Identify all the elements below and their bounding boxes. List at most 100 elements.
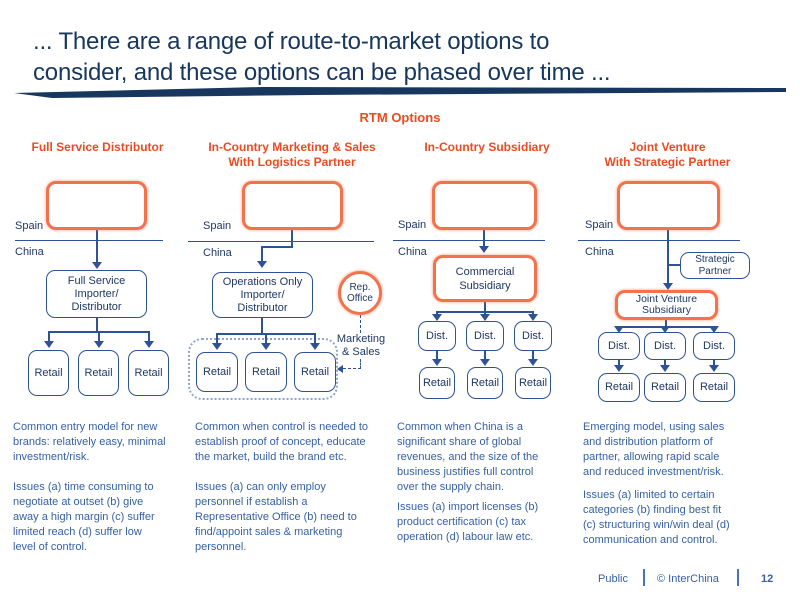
column3-origin-box xyxy=(432,181,537,230)
connector-line xyxy=(484,302,486,312)
connector-line xyxy=(665,320,667,327)
retail-box: Retail xyxy=(419,367,455,399)
retail-box: Retail xyxy=(128,350,169,396)
connector-line xyxy=(484,311,486,315)
column1-china-label: China xyxy=(15,246,44,258)
page-title: ... There are a range of route-to-market… xyxy=(33,26,763,88)
arrow-down-icon xyxy=(144,341,154,348)
title-rule xyxy=(14,87,786,98)
arrow-down-icon xyxy=(479,246,489,253)
retail-box: Retail xyxy=(196,352,238,392)
connector-line xyxy=(484,351,486,361)
connector-line xyxy=(436,311,438,315)
footer-separator xyxy=(643,569,645,586)
connector-line xyxy=(314,333,316,344)
retail-box: Retail xyxy=(28,350,69,396)
column2-spain-label: Spain xyxy=(203,220,232,232)
retail-box: Retail xyxy=(693,373,735,402)
arrow-down-icon xyxy=(432,314,442,321)
arrow-down-icon xyxy=(92,262,102,269)
title-line-2: consider, and these options can be phase… xyxy=(33,59,611,86)
dashed-connector-line xyxy=(360,359,361,369)
column4-main-box: Joint Venture Subsidiary xyxy=(615,290,718,320)
column3-spain-label: Spain xyxy=(398,219,427,231)
column2-country-divider xyxy=(188,241,374,242)
column2-origin-box xyxy=(242,181,343,230)
connector-line xyxy=(265,333,267,344)
column1-origin-box xyxy=(46,181,147,230)
column4-header: Joint Venture With Strategic Partner xyxy=(604,140,731,169)
arrow-down-icon xyxy=(528,314,538,321)
column4-country-divider xyxy=(578,240,740,241)
column3-header: In-Country Subsidiary xyxy=(424,140,550,154)
retail-box: Retail xyxy=(245,352,287,392)
dist-box: Dist. xyxy=(418,321,456,351)
column1-main-box: Full Service Importer/ Distributor xyxy=(46,270,147,318)
retail-box: Retail xyxy=(644,373,686,402)
column2-china-label: China xyxy=(203,247,232,259)
column1-paragraph-1: Common entry model for new brands: relat… xyxy=(13,421,166,463)
connector-line xyxy=(713,360,715,367)
arrow-down-icon xyxy=(614,326,624,333)
column3-main-box: Commercial Subsidiary xyxy=(433,255,537,302)
column4-paragraph-2: Issues (a) limited to certain categories… xyxy=(583,489,730,546)
arrow-down-icon xyxy=(310,343,320,350)
column2-header: In-Country Marketing & Sales With Logist… xyxy=(208,140,376,169)
arrow-down-icon xyxy=(480,359,490,366)
arrow-down-icon xyxy=(614,365,624,372)
connector-line xyxy=(532,311,534,315)
retail-box: Retail xyxy=(294,352,336,392)
arrow-down-icon xyxy=(212,343,222,350)
column2-paragraph-2: Issues (a) can only employ personnel if … xyxy=(195,481,357,553)
arrow-down-icon xyxy=(94,341,104,348)
connector-line xyxy=(96,230,98,263)
retail-box: Retail xyxy=(467,367,503,399)
column1-header: Full Service Distributor xyxy=(31,140,164,154)
connector-line xyxy=(664,360,666,367)
arrow-down-icon xyxy=(528,359,538,366)
arrow-down-icon xyxy=(257,261,267,268)
dashed-connector-line xyxy=(360,315,361,333)
column3-paragraph-1: Common when China is a significant share… xyxy=(397,421,539,493)
title-line-1: ... There are a range of route-to-market… xyxy=(33,28,550,55)
connector-line xyxy=(618,360,620,367)
dist-box: Dist. xyxy=(466,321,504,351)
arrow-down-icon xyxy=(709,365,719,372)
arrow-down-icon xyxy=(44,341,54,348)
column1-spain-label: Spain xyxy=(15,220,44,232)
column2-paragraph-1: Common when control is needed to establi… xyxy=(195,421,369,463)
column4-origin-box xyxy=(617,181,720,230)
column4-china-label: China xyxy=(585,246,614,258)
connector-line xyxy=(148,331,150,342)
connector-line xyxy=(483,230,485,247)
arrow-down-icon xyxy=(709,326,719,333)
connector-line xyxy=(261,318,263,334)
dist-box: Dist. xyxy=(644,332,686,360)
column4-spain-label: Spain xyxy=(585,219,614,231)
connector-line xyxy=(261,246,293,248)
connector-line xyxy=(291,230,293,248)
dashed-connector-line xyxy=(343,368,361,369)
column2-main-box: Operations Only Importer/ Distributor xyxy=(212,272,313,318)
column1-paragraph-2: Issues (a) time consuming to negotiate a… xyxy=(13,481,155,553)
page-number: 12 xyxy=(761,573,774,585)
connector-line xyxy=(667,230,669,283)
connector-line xyxy=(436,351,438,361)
arrow-down-icon xyxy=(261,343,271,350)
connector-line xyxy=(261,246,263,262)
connector-line xyxy=(98,331,100,342)
retail-box: Retail xyxy=(78,350,119,396)
strategic-partner-box: Strategic Partner xyxy=(680,252,750,279)
arrow-down-icon xyxy=(432,359,442,366)
arrow-down-icon xyxy=(660,326,670,333)
connector-line xyxy=(668,264,680,266)
connector-line xyxy=(532,351,534,361)
connector-line xyxy=(96,318,98,332)
connector-line xyxy=(48,331,50,342)
arrow-down-icon xyxy=(480,314,490,321)
dist-box: Dist. xyxy=(514,321,552,351)
footer-classification: Public xyxy=(598,573,628,585)
retail-box: Retail xyxy=(598,373,640,402)
dist-box: Dist. xyxy=(598,332,640,360)
